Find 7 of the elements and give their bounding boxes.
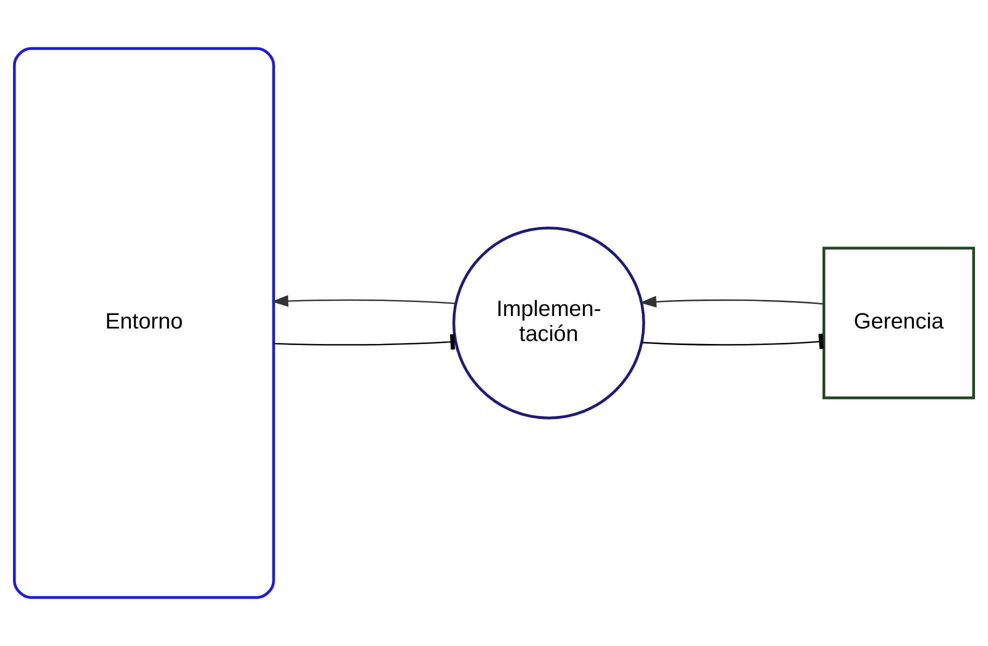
- arrow: [640, 296, 824, 308]
- connector: [274, 334, 456, 350]
- arrow: [272, 295, 456, 307]
- node-circle: Implemen- tación: [452, 226, 646, 420]
- node-box: Gerencia: [822, 246, 975, 400]
- connector: [642, 334, 824, 350]
- node-box: Entorno: [13, 47, 275, 599]
